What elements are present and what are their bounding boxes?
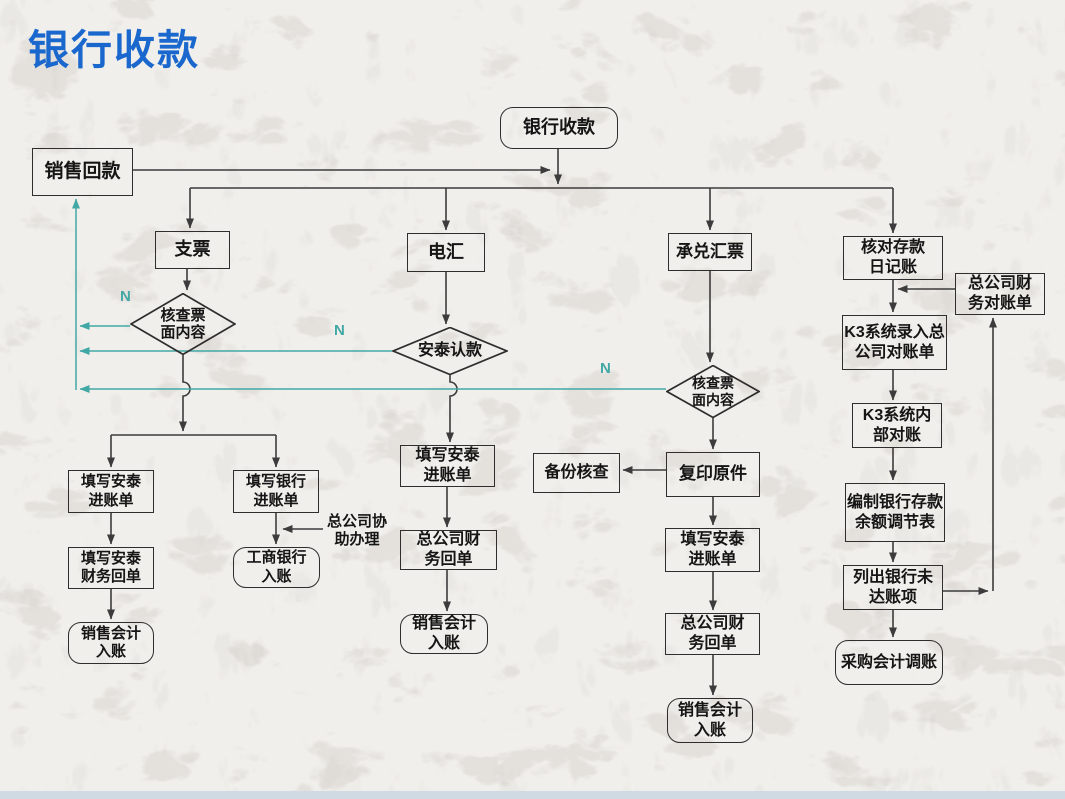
decision-label: 核查票 面内容: [692, 375, 734, 408]
edge-decision1-down-hop: [179, 355, 191, 432]
node-icbc-entry: 工商银行 入账: [233, 547, 320, 588]
node-k3-entry-statement: K3系统录入总 公司对账单: [842, 315, 947, 370]
node-fill-antai-slip-bill: 填写安泰 进账单: [665, 528, 760, 572]
decision-antai-confirm: 安泰认款: [392, 327, 508, 375]
teal-connectors: [72, 198, 666, 393]
node-k3-internal-reconcile: K3系统内 部对账: [852, 403, 942, 448]
node-fill-antai-slip-wire: 填写安泰 进账单: [400, 445, 495, 487]
node-prepare-reconciliation-table: 编制银行存款 余额调节表: [845, 483, 945, 542]
node-cheque: 支票: [155, 231, 230, 269]
page-title: 银行收款: [28, 27, 200, 73]
node-sales-accounting-entry-bill: 销售会计 入账: [667, 698, 753, 743]
decision-label: 安泰认款: [417, 341, 482, 359]
node-backup-check: 备份核查: [533, 453, 620, 493]
bottom-edge-strip: [0, 791, 1065, 799]
decision-label: 核查票 面内容: [160, 306, 206, 341]
label-hq-assist-note: 总公司协 助办理: [326, 513, 387, 548]
decision-check-face-cheque: 核查票 面内容: [130, 293, 236, 355]
branch-label-n1: N: [120, 288, 131, 305]
node-wire-transfer: 电汇: [407, 233, 485, 272]
decision-check-face-bill: 核查票 面内容: [666, 365, 760, 418]
node-purchase-accounting-adjust: 采购会计调账: [835, 640, 943, 685]
node-check-deposit-journal: 核对存款 日记账: [843, 236, 943, 280]
node-fill-bank-slip: 填写银行 进账单: [233, 470, 319, 513]
node-hq-finance-receipt-wire: 总公司财 务回单: [400, 530, 497, 570]
node-fill-antai-slip-cheque: 填写安泰 进账单: [68, 470, 154, 513]
node-acceptance-bill: 承兑汇票: [668, 233, 752, 271]
node-sales-return: 销售回款: [32, 148, 133, 196]
branch-label-n3: N: [600, 360, 611, 377]
node-list-outstanding-items: 列出银行未 达账项: [843, 565, 943, 610]
node-copy-original: 复印原件: [666, 452, 760, 497]
diamond-shape: [392, 327, 508, 375]
node-sales-accounting-entry-cheque: 销售会计 入账: [68, 622, 154, 664]
diamond-shape: [666, 365, 760, 418]
branch-label-n2: N: [334, 322, 345, 339]
diamond-shape: [130, 293, 236, 355]
edge-decision2-down-hop: [446, 375, 458, 443]
node-sales-accounting-entry-wire: 销售会计 入账: [400, 614, 488, 654]
node-fill-antai-finance-receipt: 填写安泰 财务回单: [68, 547, 154, 589]
node-hq-finance-receipt-bill: 总公司财 务回单: [665, 613, 760, 655]
node-start: 银行收款: [500, 107, 618, 149]
node-hq-finance-statement: 总公司财 务对账单: [955, 273, 1045, 315]
